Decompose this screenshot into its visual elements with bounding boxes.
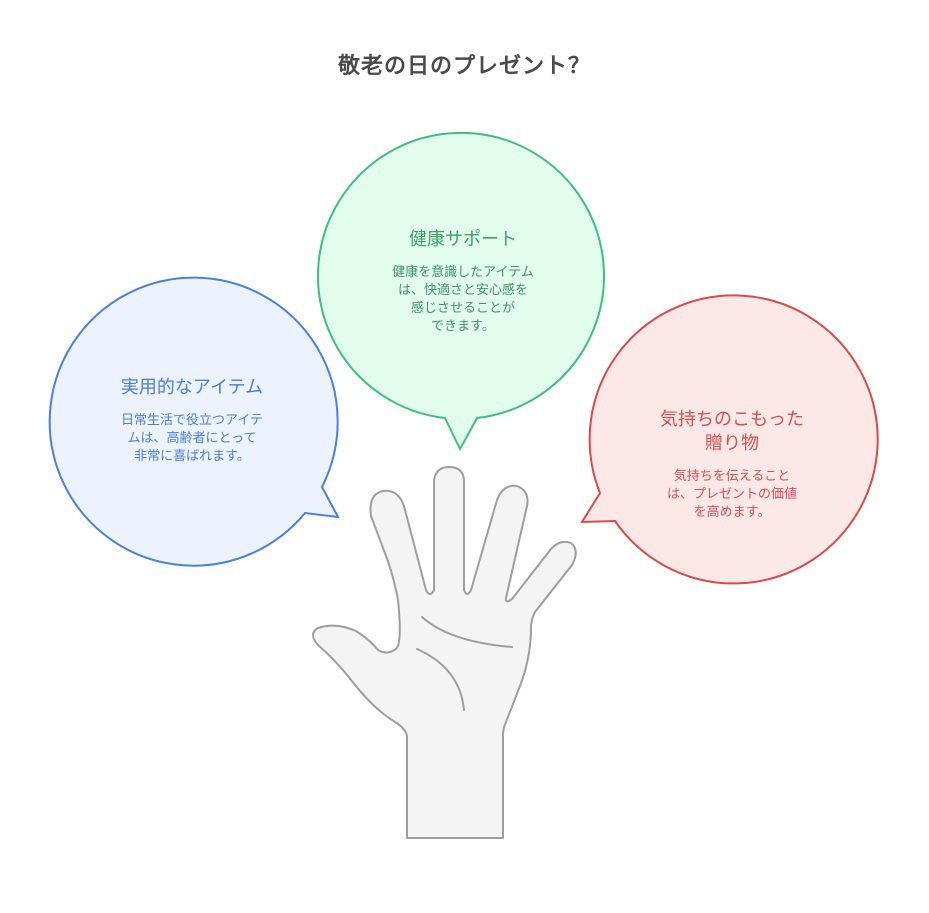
heartfelt-bubble-body: 気持ちを伝えること は、プレゼントの価値 を高めます。 <box>632 468 832 522</box>
heartfelt-bubble <box>580 294 879 585</box>
practical-body-line: ムは、高齢者にとって <box>127 431 257 446</box>
heartfelt-bubble-text: 気持ちのこもった 贈り物 気持ちを伝えること は、プレゼントの価値 を高めます。 <box>632 408 832 522</box>
health-body-line: 感じさせることが <box>410 301 515 316</box>
health-body-line: は、快適さと安心感を <box>397 283 528 298</box>
health-bubble <box>317 131 605 452</box>
hand-icon <box>312 466 577 839</box>
health-bubble-title: 健康サポート <box>409 229 517 250</box>
health-bubble-body: 健康を意識したアイテム は、快適さと安心感を 感じさせることが できます。 <box>363 264 563 336</box>
heartfelt-body-line: は、プレゼントの価値 <box>666 487 797 502</box>
practical-bubble-body: 日常生活で役立つアイテ ムは、高齢者にとって 非常に喜ばれます。 <box>92 412 292 466</box>
diagram-title: 敬老の日のプレゼント？ <box>337 54 591 79</box>
health-body-line: 健康を意識したアイテム <box>392 265 534 280</box>
heartfelt-title-line: 贈り物 <box>705 433 759 454</box>
practical-bubble-text: 実用的なアイテム 日常生活で役立つアイテ ムは、高齢者にとって 非常に喜ばれます… <box>92 376 292 466</box>
practical-body-line: 非常に喜ばれます。 <box>134 449 250 464</box>
practical-bubble <box>48 276 340 567</box>
health-bubble-text: 健康サポート 健康を意識したアイテム は、快適さと安心感を 感じさせることが で… <box>363 228 563 336</box>
health-body-line: できます。 <box>431 319 495 334</box>
heartfelt-body-line: を高めます。 <box>693 505 771 520</box>
practical-bubble-title: 実用的なアイテム <box>120 377 264 398</box>
practical-body-line: 日常生活で役立つアイテ <box>120 413 264 428</box>
heartfelt-bubble-title: 気持ちのこもった 贈り物 <box>632 408 832 456</box>
heartfelt-title-line: 気持ちのこもった <box>660 409 804 430</box>
heartfelt-body-line: 気持ちを伝えること <box>673 469 791 484</box>
